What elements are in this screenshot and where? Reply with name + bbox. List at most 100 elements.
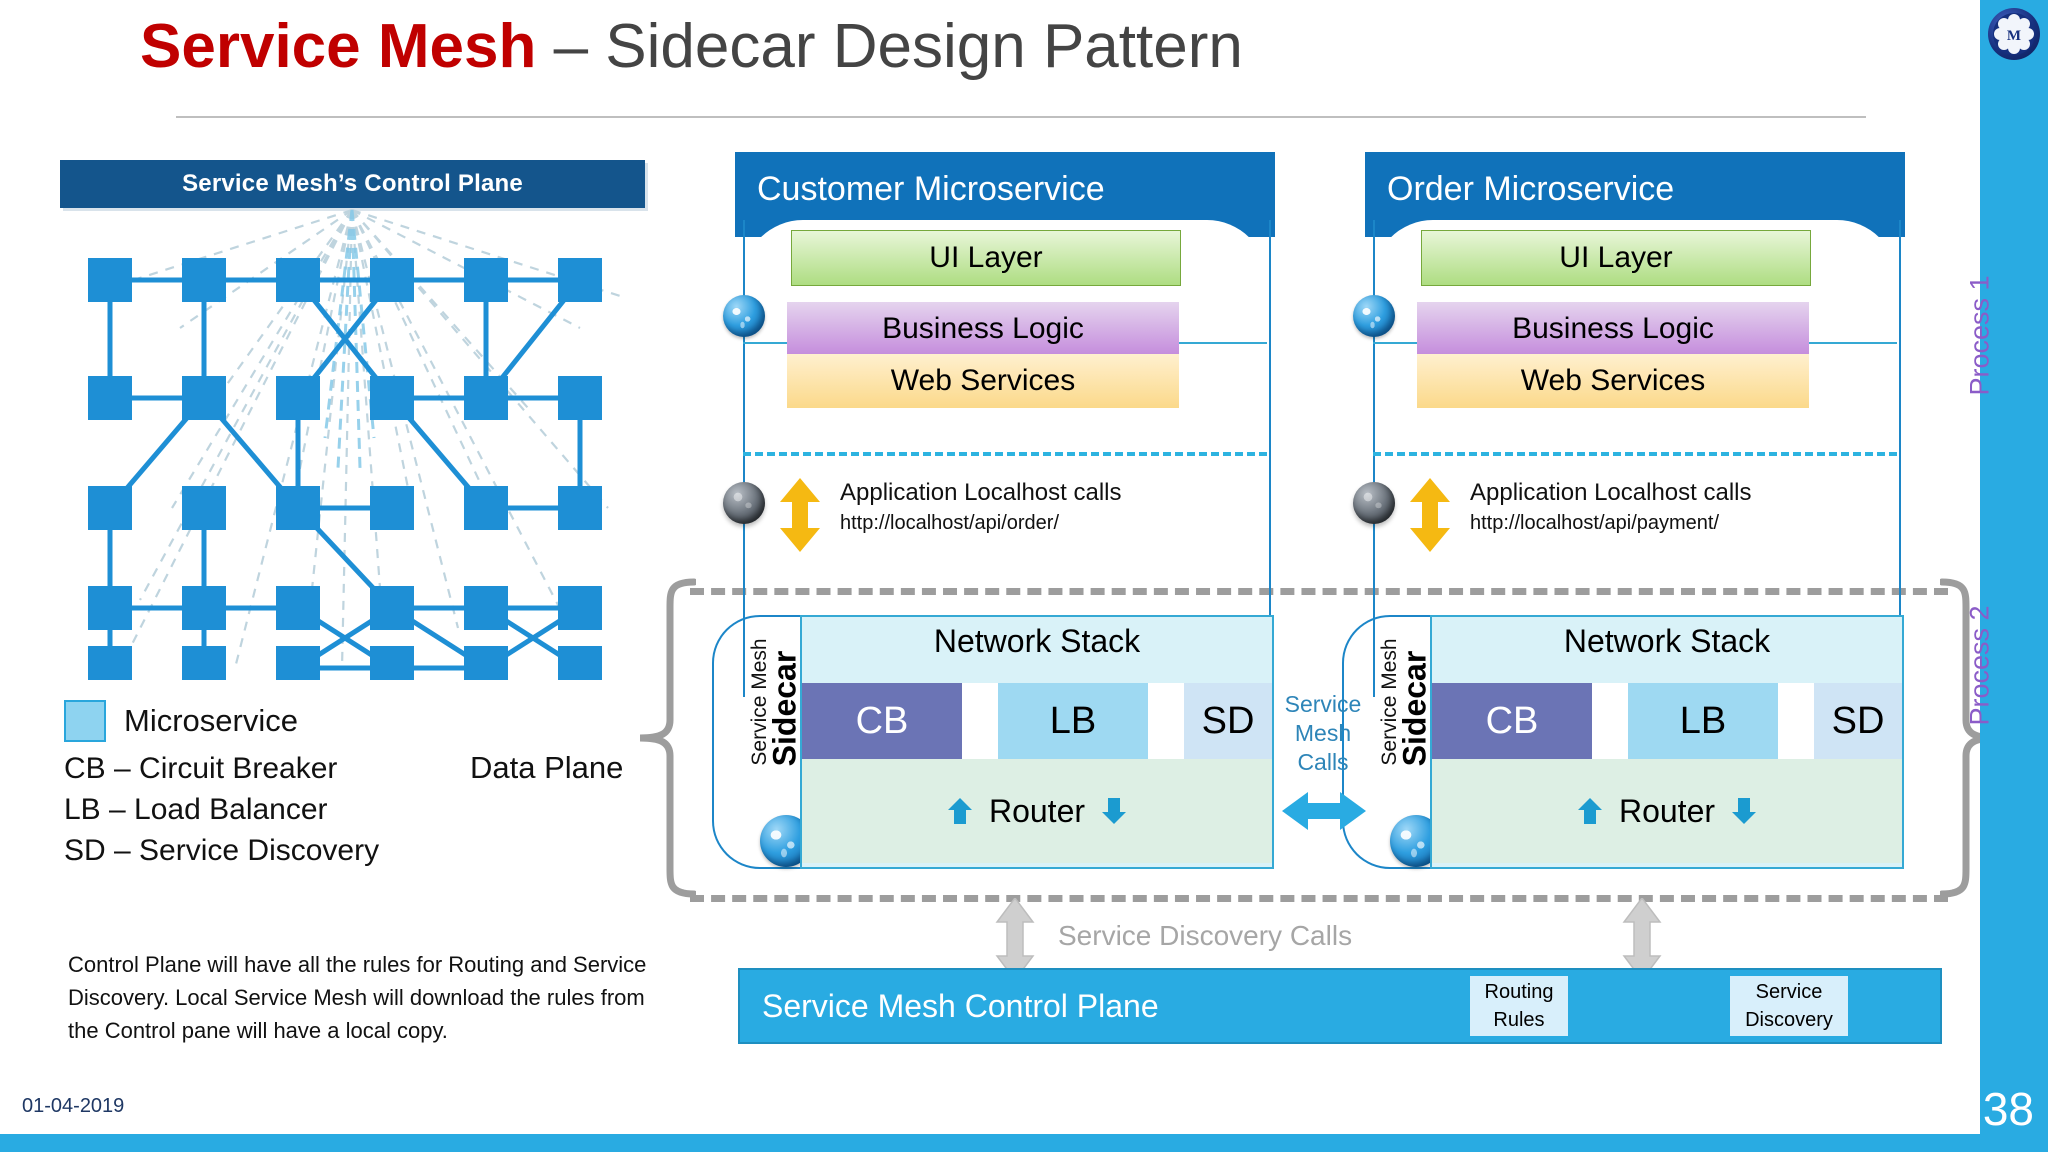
- sidecar-components-order: CB LB SD: [1432, 683, 1902, 759]
- callout-url-customer: http://localhost/api/order/: [840, 512, 1060, 534]
- component-lb-order: LB: [1628, 683, 1778, 759]
- page-title-rest: – Sidecar Design Pattern: [536, 12, 1243, 81]
- double-arrow-vertical-icon: [780, 478, 820, 552]
- legend-row-microservice: Microservice: [64, 700, 584, 742]
- router-label-customer: Router: [988, 792, 1086, 829]
- sidecar-order: Network Stack CB LB SD Router: [1430, 615, 1904, 869]
- service-mesh-calls-label: Service Mesh Calls: [1268, 690, 1378, 777]
- network-stack-title-order: Network Stack: [1563, 623, 1771, 659]
- process-divider-customer: [743, 452, 1267, 456]
- microservice-card-order: Order Microservice UI Layer Business Log…: [1365, 152, 1905, 697]
- brace-left-svg: [639, 578, 698, 898]
- callout-url-order: http://localhost/api/payment/: [1470, 512, 1720, 534]
- component-gap-1-customer: [962, 683, 998, 759]
- abbr-lb: LB – Load Balancer: [64, 793, 328, 826]
- process-divider-order: [1373, 452, 1897, 456]
- arrow-down-icon-order: [1732, 798, 1757, 824]
- router-band-order: Router: [1432, 759, 1902, 863]
- microservice-title-order: Order Microservice: [1387, 170, 1675, 208]
- control-plane-panel: Service Mesh’s Control Plane: [60, 160, 645, 680]
- globe-icon-localhost-customer: [723, 482, 765, 524]
- globe-icon-network-customer: [723, 295, 765, 337]
- router-band-customer: Router: [802, 759, 1272, 863]
- layer-web-services-customer: Web Services: [787, 354, 1179, 408]
- arrow-up-icon-customer: [947, 798, 972, 824]
- callout-text-order: Application Localhost calls: [1470, 479, 1752, 506]
- page-title-highlight: Service Mesh: [140, 12, 537, 81]
- chip-sd-line2: Discovery: [1745, 1009, 1833, 1031]
- control-plane-header: Service Mesh’s Control Plane: [60, 160, 645, 208]
- microservice-card-customer: Customer Microservice UI Layer Business …: [735, 152, 1275, 697]
- service-mesh-calls-arrow: [1282, 790, 1366, 837]
- component-cb-customer: CB: [802, 683, 962, 759]
- control-plane-bar-title: Service Mesh Control Plane: [762, 988, 1159, 1024]
- control-plane-note: Control Plane will have all the rules fo…: [68, 952, 647, 1043]
- component-gap-2-customer: [1148, 683, 1184, 759]
- brand-logo-icon: M: [1988, 8, 2040, 60]
- network-stack-title-customer: Network Stack: [933, 623, 1141, 659]
- sidecar-large-label-order: Sidecar: [1396, 650, 1433, 767]
- sidecar-large-label-customer: Sidecar: [766, 650, 803, 767]
- data-plane-boundary: [690, 588, 1948, 902]
- chip-routing-line1: Routing: [1484, 981, 1554, 1003]
- chip-service-discovery[interactable]: Service Discovery: [1730, 976, 1848, 1036]
- layer-ui-customer: UI Layer: [791, 230, 1181, 286]
- sidecar-round-edge-customer: [712, 615, 800, 869]
- double-arrow-horizontal-icon: [1282, 792, 1366, 830]
- data-plane-label: Data Plane: [470, 750, 624, 785]
- abbr-cb: CB – Circuit Breaker: [64, 752, 338, 785]
- layer-web-services-order: Web Services: [1417, 354, 1809, 408]
- callout-localhost-customer: Application Localhost calls http://local…: [840, 478, 1122, 538]
- callout-text-customer: Application Localhost calls: [840, 479, 1122, 506]
- logo-glyph-icon: M: [1993, 13, 2035, 55]
- localhost-arrow-order: [1408, 478, 1452, 552]
- legend: Microservice CB – Circuit Breaker LB – L…: [64, 700, 584, 871]
- component-cb-order: CB: [1432, 683, 1592, 759]
- svg-text:M: M: [2007, 28, 2021, 44]
- arrow-up-icon-order: [1577, 798, 1602, 824]
- sidecar-components-customer: CB LB SD: [802, 683, 1272, 759]
- service-discovery-calls-label: Service Discovery Calls: [1058, 920, 1353, 951]
- router-label-order: Router: [1618, 792, 1716, 829]
- layer-business-order: Business Logic: [1417, 302, 1809, 357]
- abbr-sd: SD – Service Discovery: [64, 834, 380, 867]
- sidecar-customer: Network Stack CB LB SD Router: [800, 615, 1274, 869]
- sidecar-round-edge-order: [1342, 615, 1430, 869]
- arrow-down-icon-customer: [1102, 798, 1127, 824]
- smc-line-3: Calls: [1297, 749, 1349, 775]
- chip-routing-line2: Rules: [1493, 1009, 1545, 1031]
- layer-business-customer: Business Logic: [787, 302, 1179, 357]
- service-mesh-control-plane-bar: Service Mesh Control Plane Routing Rules…: [738, 968, 1942, 1044]
- footer-bar: [0, 1134, 1980, 1152]
- right-rail: M Process 1 Process 2 38: [1965, 0, 2048, 1152]
- callout-localhost-order: Application Localhost calls http://local…: [1470, 478, 1752, 538]
- network-stack-box-order: Network Stack CB LB SD Router: [1430, 615, 1904, 869]
- double-arrow-vertical-icon: [1410, 478, 1450, 552]
- process-2-label: Process 2: [1964, 605, 1995, 726]
- network-stack-box-customer: Network Stack CB LB SD Router: [800, 615, 1274, 869]
- component-sd-customer: SD: [1184, 683, 1272, 759]
- legend-label-microservice: Microservice: [124, 703, 298, 738]
- microservice-swatch-icon: [64, 700, 106, 742]
- layer-ui-order: UI Layer: [1421, 230, 1811, 286]
- page-number: 38: [1982, 1083, 2034, 1135]
- chip-sd-line1: Service: [1755, 981, 1823, 1003]
- localhost-arrow-customer: [778, 478, 822, 552]
- data-plane-brace-left: [636, 578, 698, 898]
- page-title: Service Mesh – Sidecar Design Pattern: [140, 8, 1800, 88]
- component-lb-customer: LB: [998, 683, 1148, 759]
- component-sd-order: SD: [1814, 683, 1902, 759]
- component-gap-1-order: [1592, 683, 1628, 759]
- globe-icon-network-order: [1353, 295, 1395, 337]
- mesh-svg: [88, 208, 621, 680]
- process-1-label: Process 1: [1964, 275, 1995, 396]
- title-divider: [176, 116, 1866, 118]
- globe-icon-localhost-order: [1353, 482, 1395, 524]
- mesh-network-diagram: [60, 208, 645, 680]
- chip-routing-rules[interactable]: Routing Rules: [1470, 976, 1568, 1036]
- smc-line-1: Service: [1284, 691, 1362, 717]
- slide-date: 01-04-2019: [22, 1095, 125, 1117]
- component-gap-2-order: [1778, 683, 1814, 759]
- microservice-title-customer: Customer Microservice: [757, 170, 1105, 208]
